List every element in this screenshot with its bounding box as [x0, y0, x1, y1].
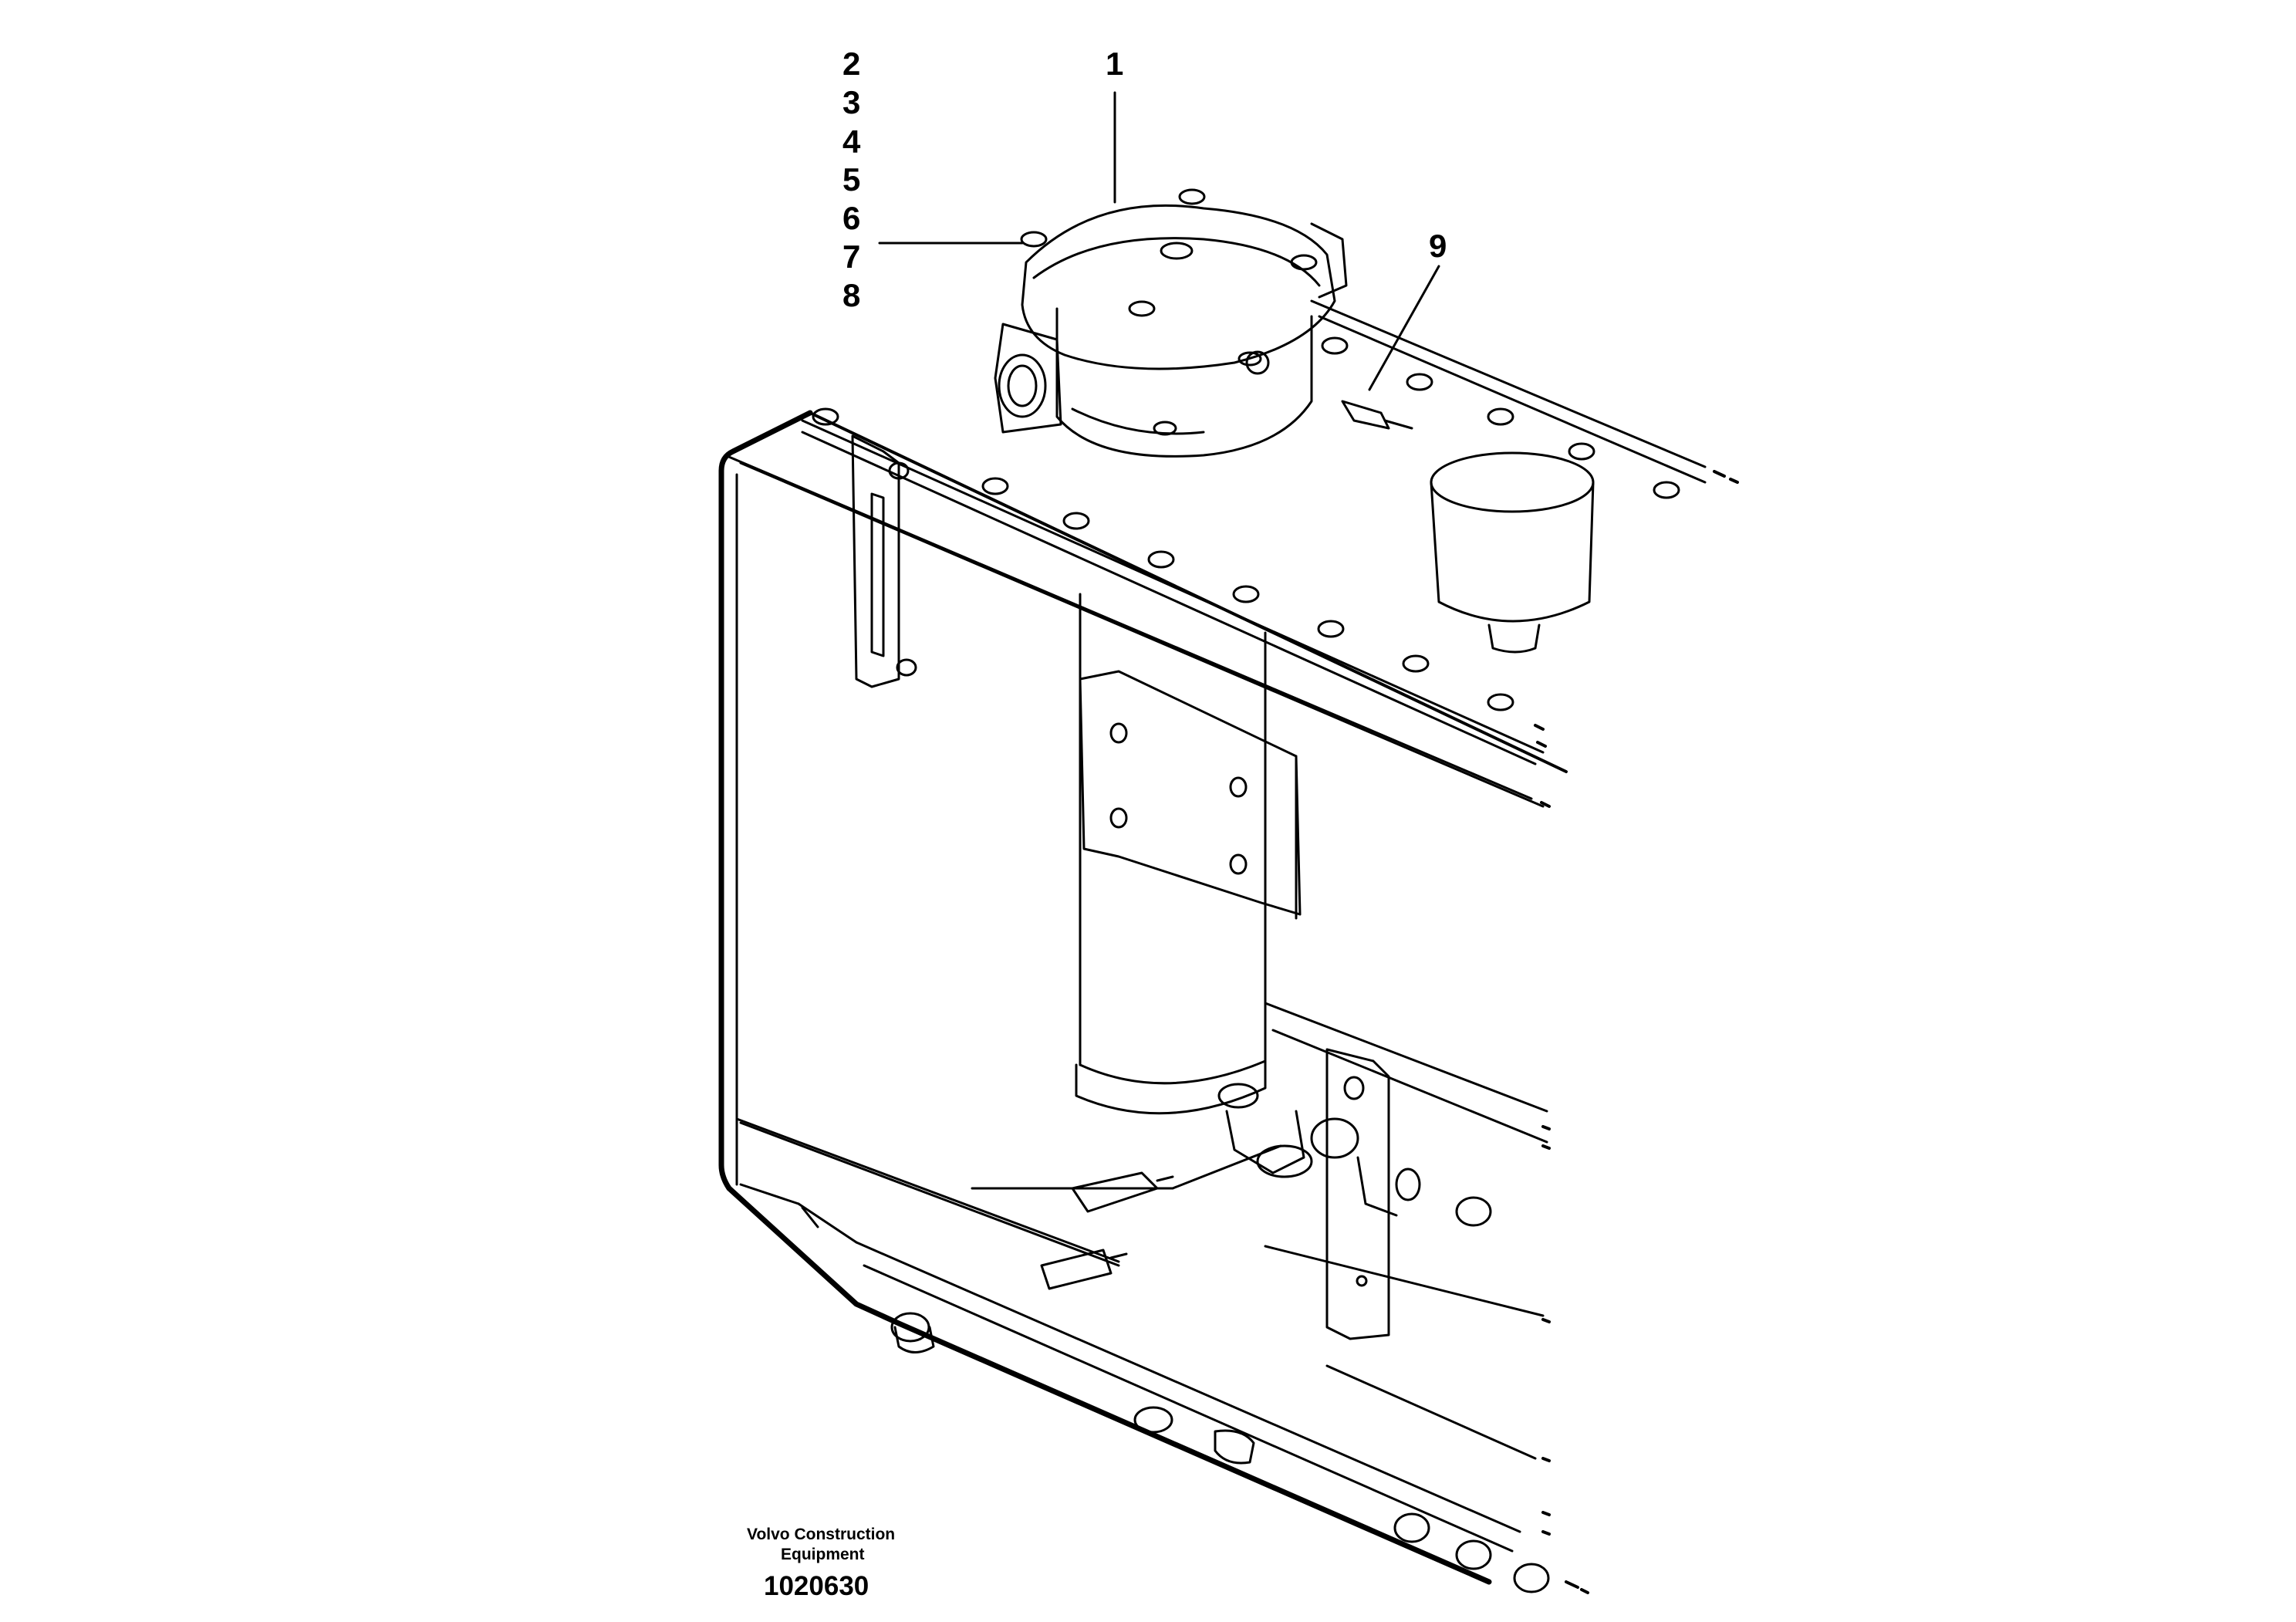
callout-2: 2 [842, 46, 861, 82]
callout-5: 5 [842, 161, 861, 198]
suction-tube [1075, 1056, 1267, 1115]
break-marks [1534, 470, 1739, 1594]
hose-fittings [1217, 1083, 1492, 1227]
temperature-sensors [1040, 1171, 1174, 1290]
level-sight-glass [851, 434, 917, 688]
drain-plugs [890, 1312, 1550, 1593]
callout-1: 1 [1106, 46, 1124, 82]
breather-filter [1430, 451, 1595, 654]
mounting-bracket [1079, 670, 1302, 920]
callout-9: 9 [1429, 228, 1447, 264]
callout-8: 8 [842, 277, 861, 313]
tank-top-bolts [812, 336, 1680, 711]
tank-inner-edges [724, 299, 1707, 1553]
leader-lines [878, 91, 1440, 391]
callout-7: 7 [842, 238, 861, 275]
return-filter-housing [994, 188, 1348, 458]
tank-outline [718, 410, 1568, 1585]
valve-block-plate [1325, 1048, 1390, 1340]
callout-6: 6 [842, 200, 861, 236]
brand-line-1: Volvo Construction [747, 1526, 896, 1543]
callout-3: 3 [842, 84, 861, 120]
figure-number: 1020630 [764, 1571, 869, 1601]
pressure-switch [1341, 400, 1413, 430]
callout-4: 4 [842, 123, 861, 160]
brand-line-2: Equipment [781, 1546, 865, 1563]
